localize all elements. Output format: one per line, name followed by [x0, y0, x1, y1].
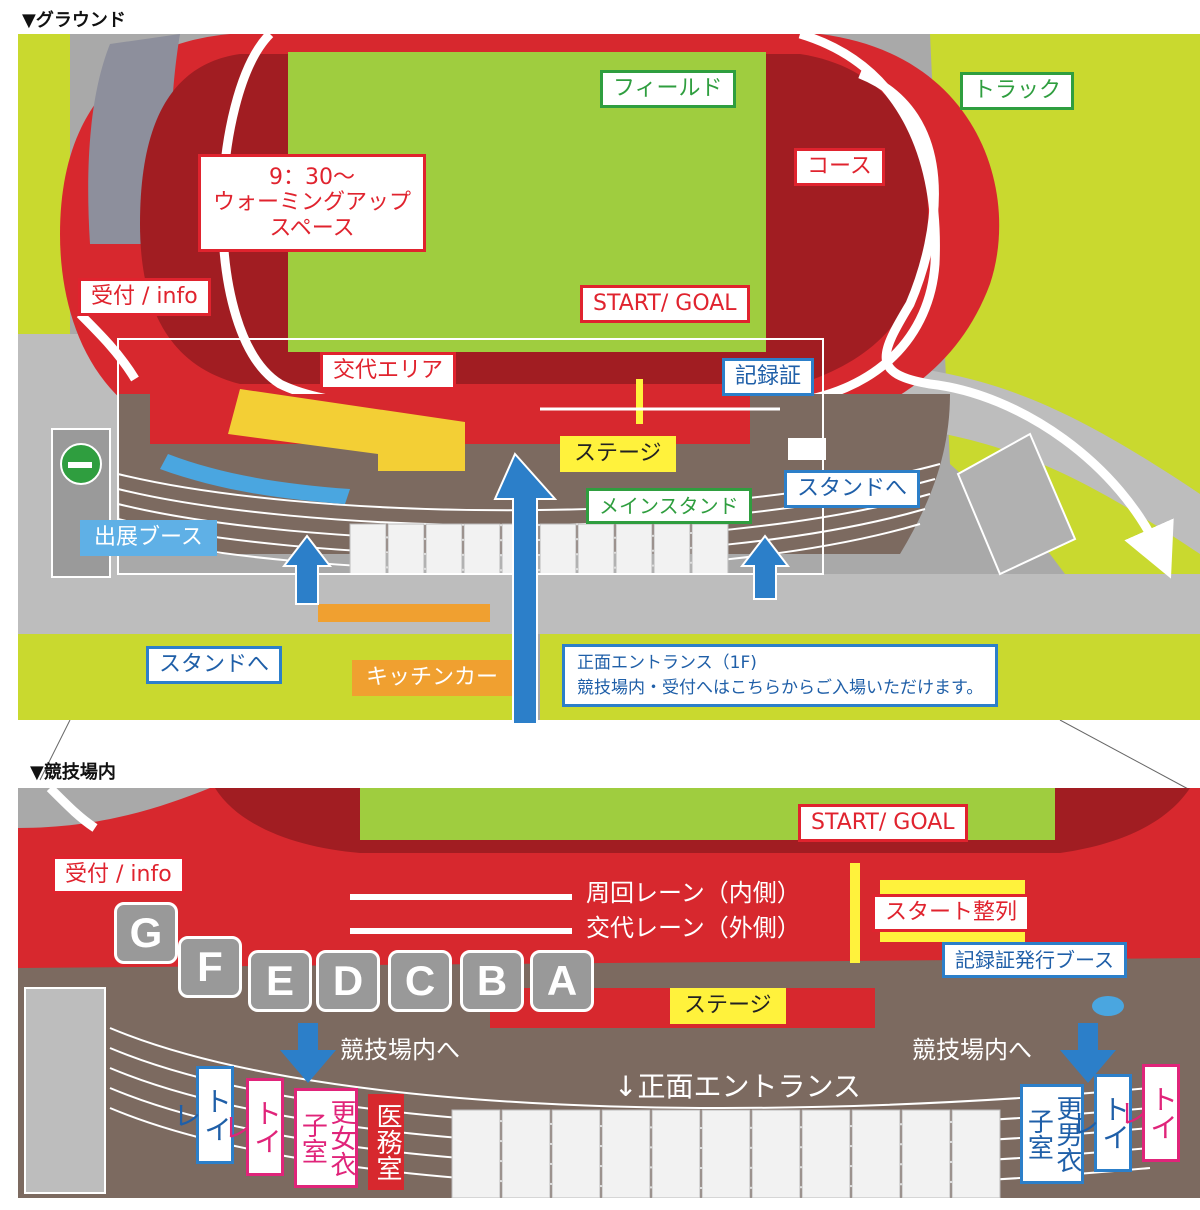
- inner-lane-line: [350, 894, 572, 900]
- inside-blue-arrows: [280, 1023, 1116, 1083]
- label-kitchen-car: キッチンカー: [352, 660, 513, 697]
- building-right: [956, 432, 1077, 576]
- exchange-area-yellow: [228, 389, 465, 471]
- record-cert-box: [788, 438, 826, 460]
- label-exchange-area: 交代エリア: [320, 352, 457, 391]
- inside-course-line: [46, 788, 98, 832]
- label-entrance-inside: ↓正面エントランス: [614, 1070, 861, 1103]
- label-mens-locker: 更男衣子室: [1020, 1084, 1084, 1184]
- label-stage-inside: ステージ: [670, 988, 786, 1025]
- label-toilet-left-2: トイレ: [219, 1078, 284, 1176]
- label-track: トラック: [960, 72, 1075, 111]
- block-g: G: [114, 902, 178, 964]
- label-stage-ground: ステージ: [560, 436, 676, 473]
- kitchen-car-strip: [318, 604, 490, 622]
- zoom-frame: [117, 338, 824, 575]
- label-to-stadium-left: 競技場内へ: [340, 1036, 460, 1064]
- outer-grass-left: [18, 34, 70, 334]
- inside-entrance-columns: [451, 1109, 1001, 1198]
- label-toilet-left-1: トイレ: [169, 1066, 234, 1164]
- label-main-entrance: 正面エントランス（1F) 競技場内・受付へはこちらからご入場いただけます。: [562, 644, 999, 708]
- label-medical: 医務室: [368, 1094, 404, 1190]
- block-d: D: [316, 950, 380, 1012]
- exhibit-strip: [160, 454, 350, 504]
- block-b: B: [460, 950, 524, 1012]
- label-reception-ground: 受付 / info: [78, 278, 211, 317]
- label-reception-inside: 受付 / info: [52, 856, 185, 895]
- inside-start-goal-line: [850, 863, 860, 963]
- road-horizontal: [18, 574, 1200, 634]
- inside-section-title: ▼競技場内: [30, 762, 116, 783]
- block-c: C: [388, 950, 452, 1012]
- label-to-stadium-right: 競技場内へ: [912, 1036, 1032, 1064]
- label-toilet-right-2: トイレ: [1115, 1064, 1180, 1162]
- label-exhibit-booth: 出展ブース: [80, 520, 217, 557]
- entrance-columns: [349, 523, 729, 575]
- label-womens-locker: 更女衣子室: [294, 1088, 358, 1188]
- label-to-stand-right: スタンドへ: [784, 470, 921, 509]
- label-field: フィールド: [600, 70, 736, 109]
- label-record-booth: 記録証発行ブース: [942, 942, 1127, 978]
- zoom-connector: [39, 720, 1191, 791]
- label-exchange-lane: 交代レーン（外側）: [586, 914, 801, 942]
- label-warmup: 9：30～ ウォーミングアップ スペース: [198, 154, 427, 252]
- label-start-queue: スタート整列: [872, 894, 1031, 933]
- label-course: コース: [794, 148, 885, 187]
- label-toilet-right-1: トイレ: [1067, 1074, 1132, 1172]
- label-start-goal-inside: START/ GOAL: [798, 804, 968, 843]
- label-start-goal-ground: START/ GOAL: [580, 285, 750, 324]
- ground-map: [18, 34, 1200, 724]
- block-a: A: [530, 950, 594, 1012]
- record-booth-dot: [1092, 996, 1124, 1016]
- label-to-stand-left: スタンドへ: [146, 646, 283, 685]
- label-inner-lane: 周回レーン（内側）: [586, 879, 801, 907]
- block-e: E: [248, 950, 312, 1012]
- blue-arrows: [281, 452, 791, 724]
- start-goal-line: [636, 379, 643, 424]
- course-line-left: [76, 310, 139, 382]
- exchange-lane-line: [350, 928, 572, 934]
- inside-building-left: [24, 987, 106, 1194]
- block-f: F: [178, 936, 242, 998]
- label-record-cert: 記録証: [722, 358, 815, 397]
- course-line-right: [858, 69, 1174, 579]
- label-main-stand: メインスタンド: [586, 488, 752, 524]
- ground-section-title: ▼グラウンド: [22, 10, 126, 31]
